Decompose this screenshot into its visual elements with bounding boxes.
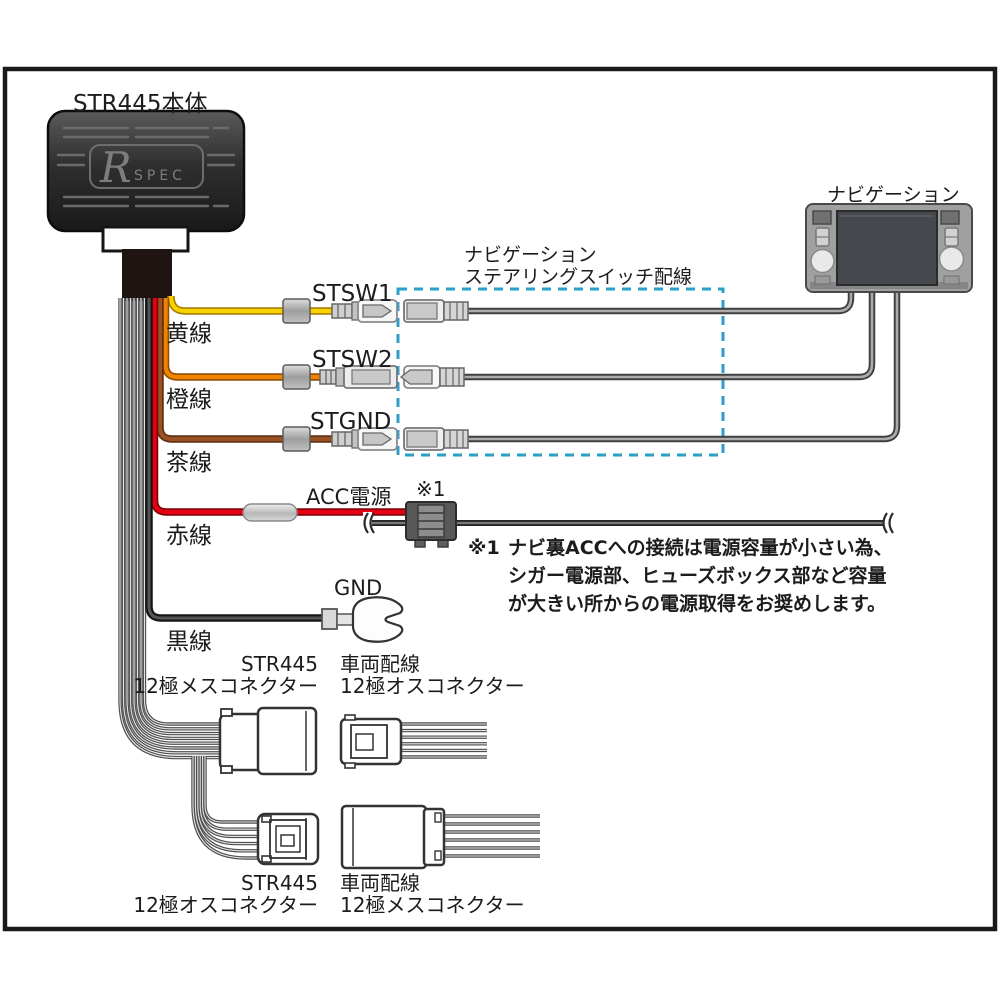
pair2-left-line1: STR445 [241,871,318,895]
pair2-right-line1: 車両配線 [340,871,420,895]
pair2-left-line2: 12極オスコネクター [133,893,318,917]
yellow-wire-label: 黄線 [166,321,212,347]
note-line3: が大きい所からの電源取得をお奨めします。 [508,593,887,615]
steering-box-title-line1: ナビゲーション [464,244,597,266]
gnd-fork-terminal [321,596,404,643]
red-wire [150,298,414,516]
vehicle-male-wires [395,722,487,759]
inline-fuse [242,503,298,522]
harness-trunk [122,249,172,301]
stgnd-label: STGND [310,409,392,435]
pair1-left-label: STR445 12極メスコネクター [120,653,318,697]
vehicle-male-connector [339,714,403,769]
logo-plaque [89,144,204,189]
acc-note: ※1 ナビ裏ACCへの接続は電源容量が小さい為、 シガー電源部、ヒューズボックス部… [468,534,893,618]
harness-bundle [118,298,230,760]
str445-device: R SPEC [46,109,246,301]
pair1-right-label: 車両配線 12極オスコネクター [340,653,525,697]
vehicle-female-wires [438,814,540,858]
black-wire-label: 黒線 [166,629,212,655]
stsw1-label: STSW1 [312,281,393,307]
note-line1: ナビ裏ACCへの接続は電源容量が小さい為、 [508,537,893,559]
brown-wire [156,298,340,443]
ferrite-beads [282,298,311,452]
wire-break-left [363,512,375,534]
pair1-left-line2: 12極メスコネクター [133,674,318,698]
acc-label: ACC電源 [306,485,392,509]
navigation-screen [836,210,938,286]
red-wire-label: 赤線 [166,523,212,549]
orange-wire-label: 橙線 [166,387,212,413]
str445-female-connector [218,706,318,776]
note-marker: ※1 [468,537,500,559]
nav-left-knob [810,248,835,274]
pair1-left-line1: STR445 [241,652,318,676]
vehicle-female-connector [340,804,446,870]
black-wire [145,298,330,622]
device-title: STR445本体 [73,91,208,117]
harness-sub-bundle [191,756,262,860]
nav-side-connector-3 [403,427,469,451]
pair1-right-line2: 12極オスコネクター [340,674,525,698]
str445-male-connector [256,812,320,866]
yellow-wire [167,295,340,315]
pair2-right-label: 車両配線 12極メスコネクター [340,872,525,916]
pair2-left-label: STR445 12極オスコネクター [120,872,318,916]
nav-right-knob [938,246,965,272]
stgnd-bullet-connector [331,427,398,451]
nav-side-connector-1 [403,299,469,323]
navigation-title: ナビゲーション [827,184,960,206]
pair1-right-line1: 車両配線 [340,652,420,676]
nav-side-connector-2 [399,365,465,389]
stsw2-spade-connector [319,365,398,389]
device-connector-block [101,225,190,253]
wire-break-right [882,512,894,534]
navigation-unit [805,203,973,293]
logo-spec: SPEC [134,168,186,184]
acc-note-marker: ※1 [416,477,446,501]
note-line2: シガー電源部、ヒューズボックス部など容量 [508,565,887,587]
brown-wire-label: 茶線 [166,450,212,476]
gnd-label: GND [334,576,383,600]
steering-switch-dashed-box [396,287,725,457]
device-vents [56,126,236,208]
acc-tap-connector [405,501,457,548]
pair2-right-line2: 12極メスコネクター [340,893,525,917]
logo-r: R [99,143,132,192]
stsw1-bullet-connector [331,299,398,323]
stsw2-label: STSW2 [312,347,393,373]
navigation-wires [462,286,901,443]
orange-wire [161,298,328,381]
steering-box-title-line2: ステアリングスイッチ配線 [464,266,693,288]
